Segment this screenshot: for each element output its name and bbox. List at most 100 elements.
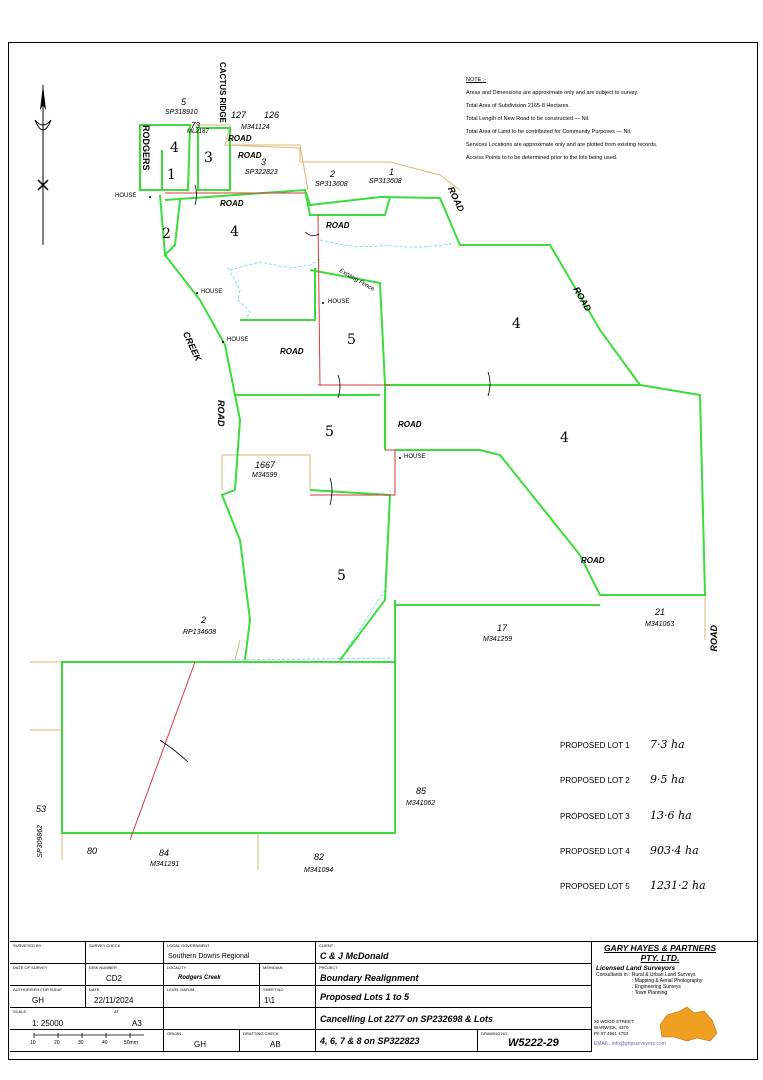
cell-caption: SURVEY CHECK [89,943,121,948]
road-label: ROAD [326,221,350,230]
lot-number-5: 5 [325,424,334,440]
company-email[interactable]: EMAIL: info@ghpsurveyors.com [594,1041,666,1047]
existing-lot-number: 82 [314,852,325,862]
existing-lot-number: 85 [416,786,427,796]
company-service: : Town Planning [632,990,668,996]
lot-number-1: 1 [167,167,176,183]
existing-plan-ref: M341291 [150,861,180,868]
sheet-number-value: 1\1 [264,996,276,1005]
surveyed-by-cell: SURVEYED BY [10,942,86,964]
road-label: ROAD [220,199,244,208]
existing-lot-number: 1667 [255,460,276,470]
road-label: ROAD [228,134,252,143]
company-service: : Engineering Surveys [632,984,681,990]
existing-plan-ref: M341094 [304,867,334,874]
survey-check-cell: SURVEY CHECK [86,942,164,964]
lot-name: PROPOSED LOT 5 [560,882,630,891]
level-datum-cell: LEVEL DATUM [164,986,260,1008]
local-government-value: Southern Downs Regional [168,953,250,960]
cell-caption: LOCAL GOVERNMENT [167,943,210,948]
cell-caption: AUTHORISED FOR ISSUE [13,987,62,992]
note-line: Total Length of New Road to be construct… [466,116,590,122]
drawing-sheet-border [8,42,758,1060]
company-logo-block: GARY HAYES & PARTNERS PTY. LTD. Licensed… [590,943,730,1051]
existing-lot-number: 5 [181,97,187,107]
road-label: ROAD [216,400,226,427]
lot-number-2: 2 [162,226,171,242]
cell-caption: DRAFTING CHECK [243,1031,279,1036]
australia-map-logo-icon [659,1006,718,1042]
existing-lot-number: 73 [191,121,200,130]
lot-connector-symbols [159,184,491,763]
authorised-value: GH [32,996,44,1005]
existing-plan-ref: M34599 [252,472,278,479]
road-label-cactus-ridge: CACTUS RIDGE [218,62,227,123]
existing-lot-number: 21 [655,607,666,617]
drawing-number-value: W5222-29 [508,1037,559,1049]
lot-number-4: 4 [230,224,239,240]
description-line-3: 4, 6, 7 & 8 on SP322823 [320,1036,420,1046]
project-cell: PROJECT Boundary Realignment [316,964,592,986]
cell-caption: SURVEYED BY [13,943,42,948]
phone-number: Ph 07 4661 4752 [594,1031,629,1036]
lot-number-3: 3 [204,150,213,166]
existing-plan-ref: M341063 [645,621,675,628]
company-service: : Mapping & Aerial Photography [632,978,703,984]
title-block: SURVEYED BY SURVEY CHECK LOCAL GOVERNMEN… [10,941,757,1058]
existing-plan-ref: SP313608 [369,178,402,185]
lot-number-4: 4 [512,316,521,332]
description-cell: Proposed Lots 1 to 5 [316,986,592,1008]
description-cell: 4, 6, 7 & 8 on SP322823 [316,1030,478,1052]
description-line-2: Cancelling Lot 2277 on SP232698 & Lots [320,1014,494,1024]
meridian-cell: MERIDIAN [260,964,316,986]
existing-plan-ref: SP318910 [165,109,198,116]
existing-lot-number: 80 [87,846,98,856]
lot-name: PROPOSED LOT 2 [560,776,630,785]
authorised-cell: AUTHORISED FOR ISSUE GH [10,986,86,1008]
plan-notes: NOTE :- Areas and Dimensions are approxi… [466,74,657,165]
proposed-boundaries [61,124,707,834]
cell-caption: LEVEL DATUM [167,987,195,992]
sheet-number-cell: SHEET No. 1\1 [260,986,316,1008]
project-value: Boundary Realignment [320,973,419,983]
cell-caption: AT [114,1009,119,1014]
scale-tick-label: 40 [102,1040,108,1046]
scale-tick-label: 10 [30,1040,36,1046]
company-licence: Licensed Land Surveyors [596,965,676,972]
lot-number-4: 4 [170,140,179,156]
description-line-1: Proposed Lots 1 to 5 [320,992,410,1002]
road-label: ROAD [398,420,422,429]
note-line: Total Area of Land to be contributed for… [466,129,632,135]
cell-caption: SHEET No. [263,987,285,992]
cell-caption: DISK NUMBER [89,965,117,970]
local-government-cell: LOCAL GOVERNMENT Southern Downs Regional [164,942,316,964]
client-value: C & J McDonald [320,951,389,961]
address-line: WARWICK, 4370 [594,1025,629,1030]
cell-caption: DATE OF SURVEY [13,965,48,970]
existing-plan-ref: SP313608 [315,181,348,188]
cell-caption: MERIDIAN [263,965,283,970]
note-line: Total Area of Subdivision 2165·8 Hectare… [466,103,570,109]
cell-caption: DATE [89,987,100,992]
address-line: 26 WOOD STREET [594,1019,634,1024]
company-name: GARY HAYES & PARTNERS [603,943,717,953]
cell-caption: PROJECT [319,965,338,970]
existing-plan-ref: ML2187 [187,129,209,135]
cell-caption: ORIGIN [167,1031,182,1036]
locality-value: Rodgers Creek [178,975,221,981]
existing-lot-number: 84 [159,848,170,858]
existing-plan-ref: RP134608 [183,629,217,636]
lot-name: PROPOSED LOT 3 [560,812,630,821]
existing-lot-number: 126 [264,110,280,120]
scale-bar-cell: 10 20 30 40 50mm [10,1030,164,1052]
company-address: 26 WOOD STREET WARWICK, 4370 Ph 07 4661 … [594,1019,634,1037]
road-label: ROAD [280,347,304,356]
house-label: HOUSE [404,454,426,460]
existing-lot-number: 3 [261,157,267,167]
